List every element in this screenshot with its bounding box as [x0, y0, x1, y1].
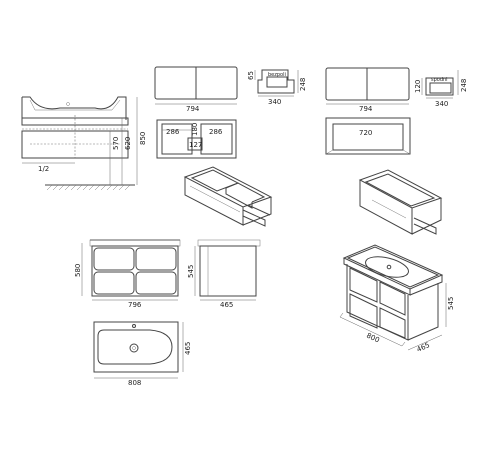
side-height-label: 545	[187, 265, 195, 278]
basin-top-view: 808 465	[93, 321, 192, 387]
iso-height-label: 545	[447, 297, 455, 310]
cabinet-b-front-view: 794	[325, 67, 410, 113]
drawer-a-isometric	[183, 166, 273, 227]
cab-a-depth-label: 340	[268, 98, 281, 106]
cab-a-drawer-height-label: 65	[247, 71, 255, 80]
cab-a-depth-height-label: 248	[299, 78, 307, 91]
cab-b-depth-height-label: 248	[460, 79, 468, 92]
cabinet-a-front-view: 794	[154, 66, 238, 113]
interior-center-label: 127	[189, 141, 202, 149]
cab-b-depth-label: 340	[435, 100, 448, 108]
half-width-label: 1/2	[38, 165, 49, 173]
front-width-label: 796	[128, 301, 142, 309]
cab-b-tag-label: spodni	[431, 77, 448, 83]
complete-unit-isometric: 800 465 545	[339, 244, 455, 354]
top-width-label: 808	[128, 379, 141, 387]
cabinet-a-interior-view: 286 180 286 127	[156, 119, 237, 159]
height-850-label: 850	[139, 132, 147, 145]
height-620-label: 620	[124, 137, 132, 150]
cabinet-b-interior-view: 720	[325, 117, 411, 155]
cab-a-width-label: 794	[186, 105, 200, 113]
full-front-view: 580 796	[74, 239, 181, 309]
sink-section-view: 1/2 570 620 850	[21, 96, 147, 191]
front-height-label: 580	[74, 264, 82, 277]
iso-width-label: 800	[365, 332, 381, 345]
cabinet-b-drawer-side: spodni 120 248 340	[414, 70, 468, 108]
interior-right-width-label: 286	[209, 128, 223, 136]
cab-a-tag-label: bezpoli	[268, 72, 286, 78]
interior-left-height-label: 180	[191, 123, 199, 136]
side-depth-label: 465	[220, 301, 233, 309]
iso-depth-label: 465	[416, 341, 431, 354]
cab-b-drawer-height-label: 120	[414, 80, 422, 93]
cab-b-width-label: 794	[359, 105, 373, 113]
full-side-view: 545 465	[187, 239, 261, 309]
top-depth-label: 465	[184, 342, 192, 355]
interior-left-width-label: 286	[166, 128, 180, 136]
drawer-b-isometric	[358, 169, 443, 235]
cabinet-a-drawer-side: bezpoli 65 248 340	[247, 69, 307, 106]
interior-b-width-label: 720	[359, 129, 372, 137]
height-570-label: 570	[112, 137, 120, 150]
